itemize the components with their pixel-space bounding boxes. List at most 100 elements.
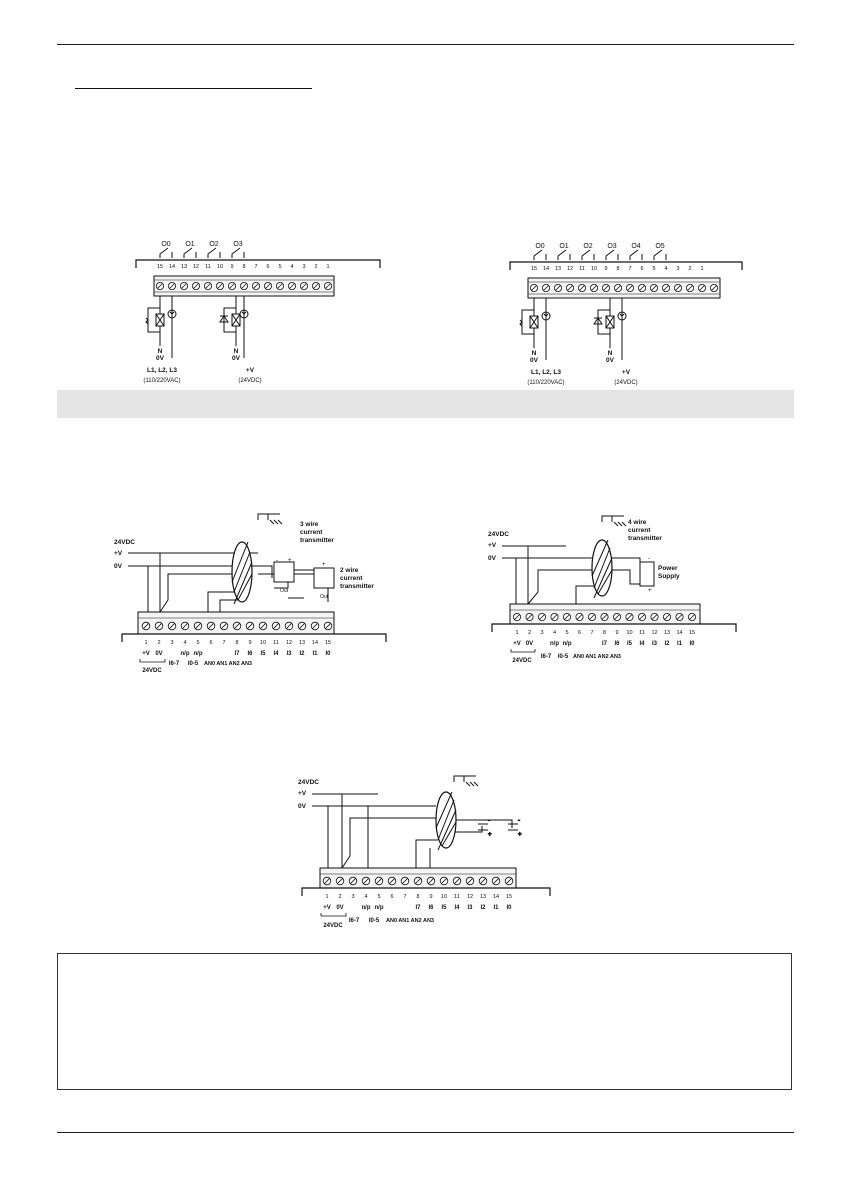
input-label: +V xyxy=(513,641,521,647)
transmitter-out-label: Out xyxy=(280,588,289,594)
power-supply-label: Power xyxy=(658,565,678,572)
terminal-number: 6 xyxy=(578,630,581,636)
shielded-cable xyxy=(231,541,253,605)
terminal-number: 8 xyxy=(616,266,619,272)
input-label: 0V xyxy=(336,905,343,911)
terminal-number: 10 xyxy=(591,266,597,272)
terminal-number: 8 xyxy=(603,630,606,636)
svg-text:+: + xyxy=(518,832,522,838)
input-terminal-numbers: 1 2 3 4 5 6 7 8 9 10 11 12 13 14 15 xyxy=(515,630,695,636)
relay-contact xyxy=(653,249,667,260)
input-label: I2 xyxy=(664,641,670,647)
output-label: O1 xyxy=(559,243,568,250)
input-label: I7 xyxy=(234,651,240,657)
terminal-number: 12 xyxy=(193,264,199,270)
svg-text:-: - xyxy=(518,818,520,824)
terminal-number: 13 xyxy=(181,264,187,270)
svg-text:+: + xyxy=(322,562,326,568)
shielded-cable xyxy=(591,539,613,599)
power-supply-box: -+ xyxy=(639,556,655,594)
zero-v-label: 0V xyxy=(114,563,123,570)
neutral-label: N xyxy=(158,348,163,355)
input-label: I0 xyxy=(506,905,512,911)
voltage-source-symbols: -+ -+ xyxy=(478,818,523,839)
svg-text:+: + xyxy=(648,588,652,594)
terminal-number: 1 xyxy=(700,266,703,272)
tx4-label: 4 wire xyxy=(628,519,647,526)
input-label: I1 xyxy=(677,641,683,647)
terminal-number: 4 xyxy=(290,264,293,270)
shielded-cable xyxy=(435,791,457,851)
terminal-number: 15 xyxy=(506,894,512,900)
zero-v-label: 0V xyxy=(298,803,307,810)
terminal-number: 15 xyxy=(157,264,163,270)
supply-sub-label: 24VDC xyxy=(512,658,532,664)
input-label: n/p xyxy=(550,641,559,647)
input-label: n/p xyxy=(375,905,384,911)
input-function-labels: +V 0V n/p n/p I7 I6 I5 I4 I3 I2 I1 I0 xyxy=(142,651,331,657)
tx2-label: transmitter xyxy=(340,583,374,590)
dc-supply-label: +V xyxy=(246,367,255,374)
dc-supply-voltage: (24VDC) xyxy=(614,380,637,386)
terminal-number: 4 xyxy=(553,630,556,636)
terminal-number: 13 xyxy=(664,630,670,636)
supply-sub-label: 24VDC xyxy=(323,923,343,929)
terminal-number: 14 xyxy=(493,894,499,900)
terminal-number: 8 xyxy=(242,264,245,270)
transmitter-out-label: Out xyxy=(320,594,329,600)
input-label: I2 xyxy=(480,905,486,911)
tx4-label: current xyxy=(628,527,651,534)
input-label: I7 xyxy=(602,641,608,647)
neutral-label: N xyxy=(532,350,537,357)
terminal-number: 6 xyxy=(209,640,212,646)
input-label: I0 xyxy=(689,641,695,647)
zero-volt-label: 0V xyxy=(530,357,539,364)
input-label: I1 xyxy=(493,905,499,911)
input-label: I7 xyxy=(415,905,421,911)
input-label: I6 xyxy=(614,641,620,647)
supply-label: 24VDC xyxy=(298,779,319,786)
terminal-number: 6 xyxy=(640,266,643,272)
relay-contact xyxy=(581,249,595,260)
terminal-block xyxy=(153,275,335,297)
output-label: O3 xyxy=(607,243,616,250)
supply-label: 24VDC xyxy=(488,531,509,538)
relay-contact xyxy=(207,247,221,258)
terminal-number: 8 xyxy=(416,894,419,900)
terminal-number: 9 xyxy=(615,630,618,636)
terminal-number: 3 xyxy=(302,264,305,270)
supply-wires xyxy=(502,515,641,605)
svg-text:+: + xyxy=(488,832,492,838)
terminal-number: 15 xyxy=(689,630,695,636)
output-label: O0 xyxy=(535,243,544,250)
terminal-block xyxy=(509,603,701,625)
output-relay-contacts xyxy=(159,247,245,258)
terminal-number: 2 xyxy=(688,266,691,272)
terminal-number: 11 xyxy=(454,894,460,900)
input-label: 0V xyxy=(526,641,533,647)
analog-input-wiring-4-wire: 24VDC +V 0V -+ 4 wire current transmitte… xyxy=(488,515,737,664)
relay-contact xyxy=(557,249,571,260)
terminal-number: 14 xyxy=(169,264,175,270)
input-label: I1 xyxy=(312,651,318,657)
plus-v-label: +V xyxy=(488,542,497,549)
relay-contact xyxy=(533,249,547,260)
relay-contact xyxy=(629,249,643,260)
analog-input-wiring-2-3-wire: 24VDC +V 0V -+ Out + Out 3 wire current … xyxy=(114,513,387,674)
tx3-label: transmitter xyxy=(300,537,334,544)
input-label: I3 xyxy=(652,641,658,647)
input-label: 0V xyxy=(155,651,162,657)
terminal-number: 5 xyxy=(652,266,655,272)
input-group-label: I6-7 xyxy=(349,918,360,924)
plus-v-label: +V xyxy=(298,790,307,797)
terminal-number: 2 xyxy=(314,264,317,270)
zero-volt-label: 0V xyxy=(156,355,165,362)
terminal-number: 1 xyxy=(326,264,329,270)
input-label: I5 xyxy=(441,905,447,911)
input-label: I3 xyxy=(467,905,473,911)
tx4-label: transmitter xyxy=(628,535,662,542)
terminal-number: 4 xyxy=(664,266,667,272)
terminal-number: 4 xyxy=(183,640,186,646)
tx2-label: 2 wire xyxy=(340,567,359,574)
header-rule xyxy=(57,44,794,45)
